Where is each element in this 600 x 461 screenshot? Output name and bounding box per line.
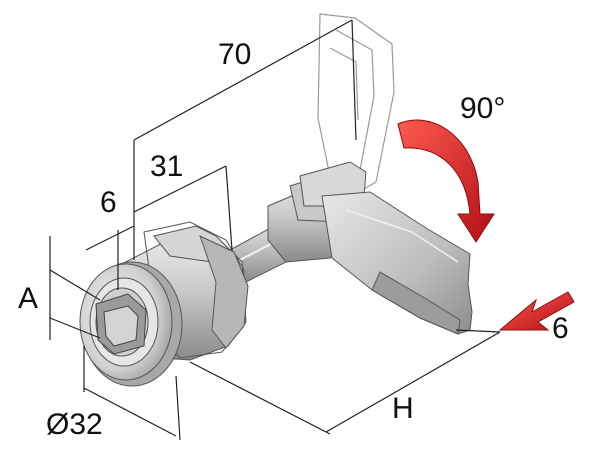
- dimension-overall-length: 70: [218, 38, 252, 71]
- dimension-flange-thickness: 6: [100, 186, 117, 219]
- rotation-angle-label: 90°: [460, 92, 506, 125]
- dimension-lever-offset: H: [392, 392, 414, 425]
- straight-arrow-icon: [498, 291, 575, 331]
- ghost-lever-outline: [317, 13, 395, 197]
- curved-arrow-icon: [397, 119, 495, 243]
- dimension-diameter: Ø32: [46, 408, 103, 441]
- square-key-insert: [95, 293, 147, 355]
- dimension-thread-length: 31: [150, 150, 184, 183]
- dimension-lever-thickness: 6: [552, 312, 569, 345]
- lever-arm: [321, 191, 473, 335]
- dimension-height-a: A: [18, 282, 39, 315]
- dimension-lines: [49, 19, 501, 441]
